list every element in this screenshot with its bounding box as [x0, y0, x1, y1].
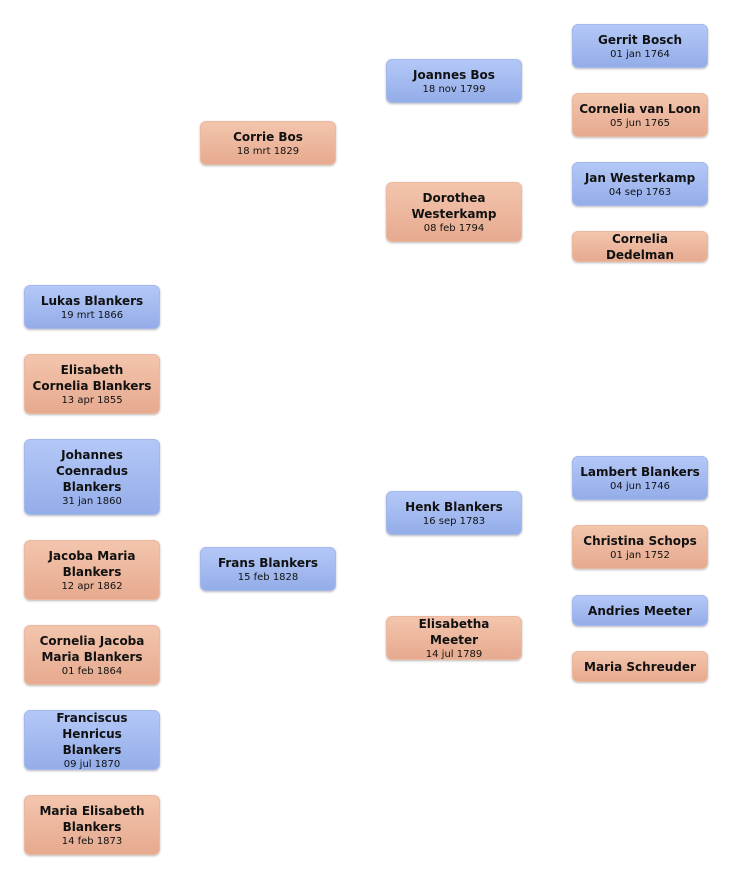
- person-card-cornelia-dedelman[interactable]: Cornelia Dedelman: [572, 231, 708, 262]
- person-birth-date: 18 mrt 1829: [236, 145, 300, 157]
- person-name: Christina Schops: [583, 533, 697, 548]
- person-name: Henk Blankers: [405, 499, 503, 514]
- person-birth-date: 18 nov 1799: [422, 83, 486, 95]
- person-name: Lukas Blankers: [40, 293, 144, 308]
- person-card-henk-blankers[interactable]: Henk Blankers 16 sep 1783: [386, 491, 522, 535]
- person-card-elisabeth-cornelia-blankers[interactable]: Elisabeth Cornelia Blankers 13 apr 1855: [24, 354, 160, 414]
- person-card-frans-blankers[interactable]: Frans Blankers 15 feb 1828: [200, 547, 336, 591]
- person-birth-date: 31 jan 1860: [62, 495, 122, 507]
- person-card-lukas-blankers[interactable]: Lukas Blankers 19 mrt 1866: [24, 285, 160, 329]
- person-card-johannes-coenradus-blankers[interactable]: Johannes Coenradus Blankers 31 jan 1860: [24, 439, 160, 515]
- person-name: Corrie Bos: [233, 129, 303, 144]
- person-name: Andries Meeter: [588, 603, 692, 618]
- person-name: Johannes Coenradus Blankers: [55, 447, 129, 494]
- person-card-cornelia-jacoba-maria-blankers[interactable]: Cornelia Jacoba Maria Blankers 01 feb 18…: [24, 625, 160, 685]
- person-birth-date: 05 jun 1765: [610, 117, 670, 129]
- person-name: Franciscus Henricus Blankers: [56, 710, 128, 757]
- person-card-christina-schops[interactable]: Christina Schops 01 jan 1752: [572, 525, 708, 569]
- person-name: Lambert Blankers: [580, 464, 700, 479]
- person-name: Cornelia van Loon: [579, 101, 701, 116]
- person-name: Maria Elisabeth Blankers: [39, 803, 145, 834]
- person-birth-date: 15 feb 1828: [237, 571, 299, 583]
- person-card-joannes-bos[interactable]: Joannes Bos 18 nov 1799: [386, 59, 522, 103]
- person-card-andries-meeter[interactable]: Andries Meeter: [572, 595, 708, 626]
- person-name: Maria Schreuder: [584, 659, 696, 674]
- person-card-corrie-bos[interactable]: Corrie Bos 18 mrt 1829: [200, 121, 336, 165]
- person-name: Joannes Bos: [413, 67, 495, 82]
- person-birth-date: 08 feb 1794: [423, 222, 485, 234]
- person-card-jan-westerkamp[interactable]: Jan Westerkamp 04 sep 1763: [572, 162, 708, 206]
- person-card-gerrit-bosch[interactable]: Gerrit Bosch 01 jan 1764: [572, 24, 708, 68]
- person-name: Jan Westerkamp: [584, 170, 696, 185]
- person-birth-date: 01 jan 1752: [610, 549, 670, 561]
- person-name: Dorothea Westerkamp: [411, 190, 497, 221]
- person-name: Frans Blankers: [217, 555, 319, 570]
- person-name: Cornelia Dedelman: [605, 231, 675, 262]
- person-birth-date: 14 feb 1873: [61, 835, 123, 847]
- person-birth-date: 04 jun 1746: [610, 480, 670, 492]
- person-birth-date: 12 apr 1862: [61, 580, 123, 592]
- person-card-maria-elisabeth-blankers[interactable]: Maria Elisabeth Blankers 14 feb 1873: [24, 795, 160, 855]
- person-card-elisabetha-meeter[interactable]: Elisabetha Meeter 14 jul 1789: [386, 616, 522, 660]
- person-birth-date: 01 jan 1764: [610, 48, 670, 60]
- person-birth-date: 19 mrt 1866: [60, 309, 124, 321]
- person-card-dorothea-westerkamp[interactable]: Dorothea Westerkamp 08 feb 1794: [386, 182, 522, 242]
- person-card-lambert-blankers[interactable]: Lambert Blankers 04 jun 1746: [572, 456, 708, 500]
- person-birth-date: 13 apr 1855: [61, 394, 123, 406]
- person-birth-date: 16 sep 1783: [422, 515, 486, 527]
- person-name: Elisabeth Cornelia Blankers: [32, 362, 152, 393]
- person-birth-date: 14 jul 1789: [425, 648, 483, 660]
- person-name: Elisabetha Meeter: [418, 616, 490, 647]
- person-card-franciscus-henricus-blankers[interactable]: Franciscus Henricus Blankers 09 jul 1870: [24, 710, 160, 770]
- person-birth-date: 04 sep 1763: [608, 186, 672, 198]
- person-card-jacoba-maria-blankers[interactable]: Jacoba Maria Blankers 12 apr 1862: [24, 540, 160, 600]
- person-birth-date: 01 feb 1864: [61, 665, 123, 677]
- person-name: Jacoba Maria Blankers: [48, 548, 136, 579]
- person-name: Cornelia Jacoba Maria Blankers: [39, 633, 145, 664]
- person-name: Gerrit Bosch: [597, 32, 683, 47]
- person-card-cornelia-van-loon[interactable]: Cornelia van Loon 05 jun 1765: [572, 93, 708, 137]
- person-card-maria-schreuder[interactable]: Maria Schreuder: [572, 651, 708, 682]
- person-birth-date: 09 jul 1870: [63, 758, 121, 770]
